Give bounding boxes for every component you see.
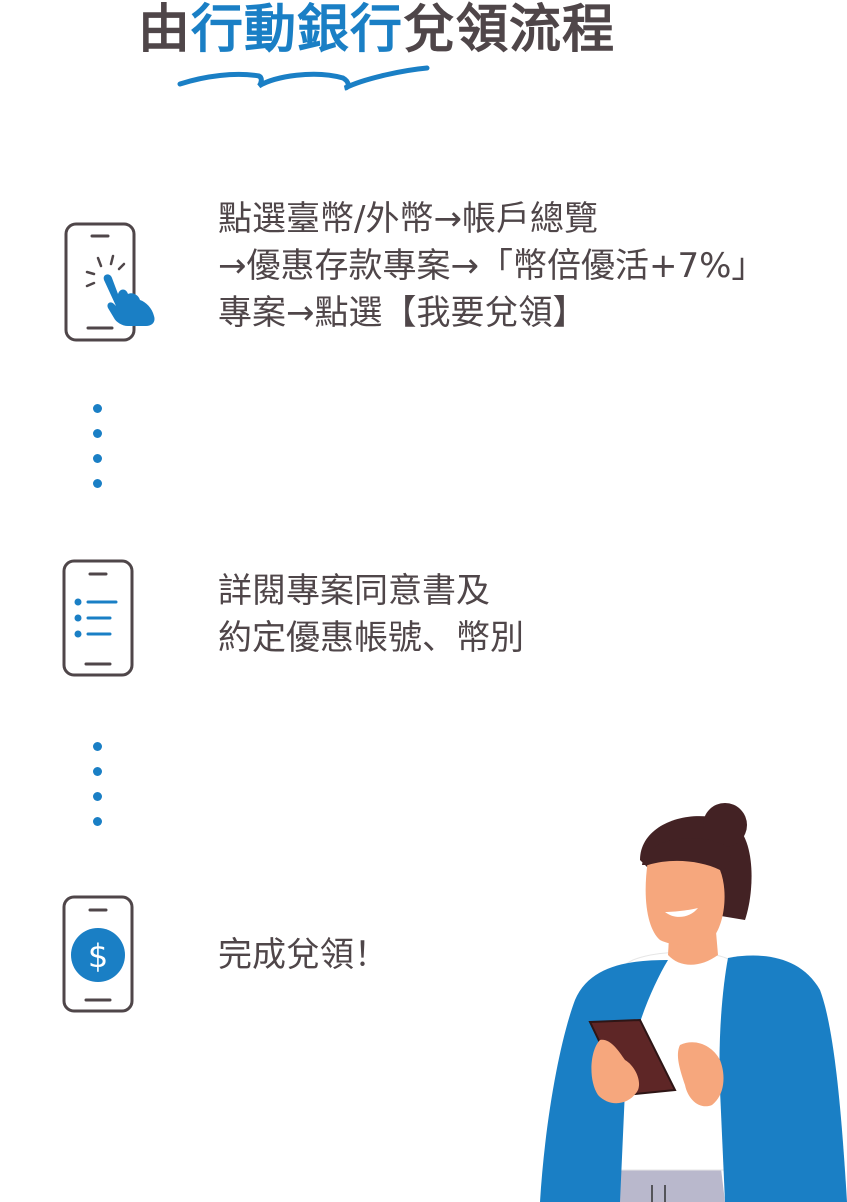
title-part-prefix: 由 [138, 0, 192, 60]
phone-dollar-icon: $ [62, 895, 134, 1013]
step-1-text: 點選臺幣/外幣→帳戶總覽 →優惠存款專案→「幣倍優活+7%」 專案→點選【我要兌… [218, 196, 765, 337]
person-using-phone-illustration [540, 803, 847, 1202]
connector-dot [93, 479, 102, 488]
connector-dot [93, 817, 102, 826]
dollar-sign-icon: $ [88, 937, 108, 975]
title-underline-decoration [177, 65, 430, 91]
step-connector-dots-1 [93, 404, 102, 504]
connector-dot [93, 792, 102, 801]
title-part-suffix: 兌領流程 [403, 0, 616, 60]
step-3-text: 完成兌領！ [218, 932, 388, 979]
connector-dot [93, 429, 102, 438]
connector-dot [93, 742, 102, 751]
step-3-line-1: 完成兌領！ [218, 935, 388, 975]
step-2-line-2: 約定優惠帳號、幣別 [218, 618, 524, 658]
connector-dot [93, 767, 102, 776]
phone-tap-icon [64, 222, 155, 342]
connector-dot [93, 454, 102, 463]
page-title: 由行動銀行兌領流程 [138, 0, 615, 60]
step-1-line-3: 專案→點選【我要兌領】 [218, 293, 587, 333]
step-1-line-2: →優惠存款專案→「幣倍優活+7%」 [218, 246, 766, 286]
step-2-line-1: 詳閱專案同意書及 [218, 571, 490, 611]
title-part-highlight: 行動銀行 [191, 0, 404, 60]
connector-dot [93, 404, 102, 413]
phone-list-icon [62, 559, 134, 677]
step-2-text: 詳閱專案同意書及 約定優惠帳號、幣別 [218, 568, 524, 662]
step-connector-dots-2 [93, 742, 102, 842]
step-1-line-1: 點選臺幣/外幣→帳戶總覽 [218, 199, 598, 239]
